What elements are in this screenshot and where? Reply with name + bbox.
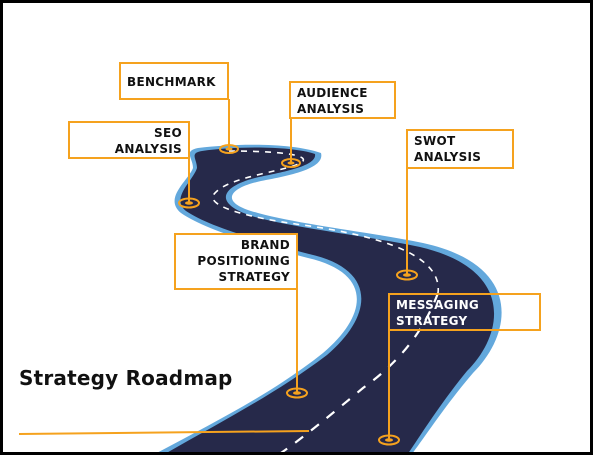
road-center-line-lower: [280, 292, 440, 452]
milestone-messaging-strategy: MESSAGING STRATEGY: [388, 293, 541, 331]
pin-benchmark: [219, 99, 239, 154]
milestone-swot-analysis: SWOT ANALYSIS: [406, 129, 514, 169]
milestone-seo-analysis: SEO ANALYSIS: [68, 121, 190, 159]
page-title: Strategy Roadmap: [19, 366, 233, 390]
pin-audience: [281, 115, 301, 168]
milestone-audience-analysis: AUDIENCE ANALYSIS: [289, 81, 396, 119]
pin-messaging: [378, 329, 400, 446]
pin-swot: [396, 165, 418, 281]
milestone-brand-positioning-strategy: BRAND POSITIONING STRATEGY: [174, 233, 298, 290]
roadmap-graphic: [18, 99, 502, 452]
title-underline: [18, 430, 310, 435]
milestone-benchmark: BENCHMARK: [119, 62, 229, 100]
pin-brand: [286, 289, 308, 399]
road-surface: [168, 147, 494, 452]
